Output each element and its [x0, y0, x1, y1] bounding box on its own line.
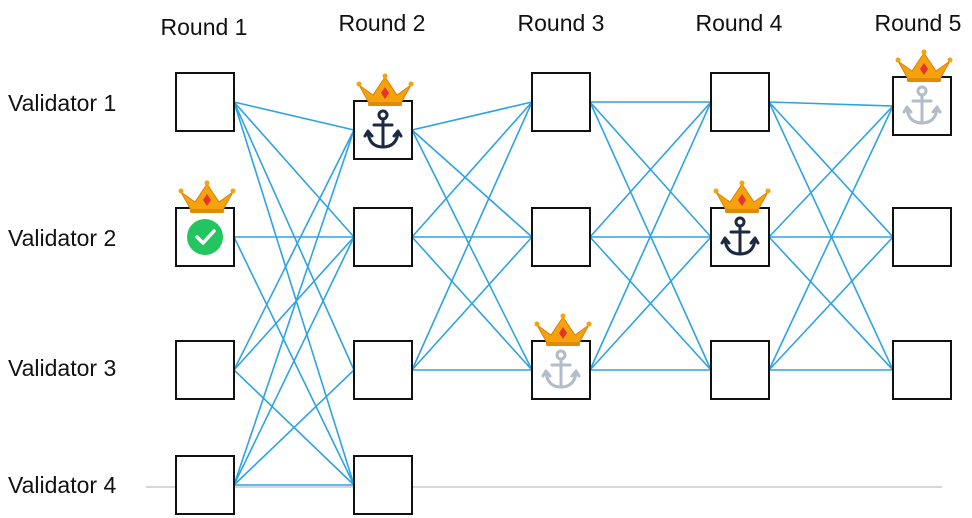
vertex-box [353, 340, 413, 400]
round-label-1: Round 1 [160, 14, 248, 40]
vertex-r1-v2 [175, 180, 236, 267]
edge-r2v3-r3v1 [411, 101, 533, 371]
vertex-box [175, 72, 235, 132]
edge-r1v3-r2v2 [233, 236, 355, 371]
vertex-r3-v1 [531, 72, 591, 132]
edge-r3v2-r4v1 [589, 101, 712, 238]
vertex-r5-v1 [892, 49, 953, 136]
vertex-box [531, 72, 591, 132]
anchor-icon [363, 109, 403, 149]
vertex-r5-v2 [892, 207, 952, 267]
edge-r4v1-r5v1 [768, 101, 894, 107]
edge-r4v1-r5v3 [768, 101, 894, 371]
edge-r1v3-r2v1 [233, 129, 355, 371]
validator-label-1: Validator 1 [8, 90, 117, 116]
vertex-r3-v2 [531, 207, 591, 267]
vertex-box [175, 340, 235, 400]
vertex-box [531, 207, 591, 267]
edge-r3v3-r4v2 [589, 236, 712, 371]
vertex-r1-v3 [175, 340, 235, 400]
anchor-icon [720, 216, 760, 256]
crown-icon [534, 313, 592, 346]
round-label-3: Round 3 [517, 10, 605, 36]
vertex-r5-v3 [892, 340, 952, 400]
faded-anchor-icon [902, 85, 942, 125]
faded-anchor-icon [541, 349, 581, 389]
edge-r1v1-r2v3 [233, 101, 355, 371]
vertex-r2-v2 [353, 207, 413, 267]
vertex-box [175, 455, 235, 515]
edge-r1v1-r2v4 [233, 101, 355, 486]
vertex-box [892, 207, 952, 267]
round-label-5: Round 5 [874, 10, 962, 36]
edge-r1v4-r2v3 [233, 369, 355, 486]
round-label-4: Round 4 [695, 10, 783, 36]
vertex-box [710, 72, 770, 132]
vertex-box [892, 340, 952, 400]
vertex-r4-v2 [710, 180, 771, 267]
edge-r1v1-r2v1 [233, 101, 355, 131]
round-label-2: Round 2 [338, 10, 426, 36]
vertex-r4-v3 [710, 340, 770, 400]
vertex-r3-v3 [531, 313, 592, 400]
edge-r2v1-r3v2 [411, 129, 533, 238]
vertex-r2-v1 [353, 73, 414, 160]
vertex-r2-v4 [353, 455, 413, 515]
edge-r4v3-r5v1 [768, 105, 894, 371]
edge-r4v2-r5v1 [768, 105, 894, 238]
edge-r4v3-r5v2 [768, 236, 894, 371]
edge-r4v1-r5v2 [768, 101, 894, 238]
vertex-box [710, 340, 770, 400]
crown-icon [895, 49, 953, 82]
edge-r2v1-r3v3 [411, 129, 533, 371]
vertex-box [353, 455, 413, 515]
edge-r1v1-r2v2 [233, 101, 355, 238]
crown-icon [178, 180, 236, 213]
crown-icon [356, 73, 414, 106]
validator-label-3: Validator 3 [8, 355, 117, 381]
edge-r1v4-r2v1 [233, 129, 355, 486]
crown-icon [713, 180, 771, 213]
check-icon [187, 219, 223, 255]
vertex-r2-v3 [353, 340, 413, 400]
vertex-r4-v1 [710, 72, 770, 132]
vertex-r1-v1 [175, 72, 235, 132]
validator-label-4: Validator 4 [8, 472, 117, 498]
edge-r2v1-r3v1 [411, 101, 533, 131]
vertex-box [353, 207, 413, 267]
vertex-r1-v4 [175, 455, 235, 515]
validator-label-2: Validator 2 [8, 225, 117, 251]
edge-r2v3-r3v2 [411, 236, 533, 371]
edge-r1v4-r2v2 [233, 236, 355, 486]
edge-r2v2-r3v1 [411, 101, 533, 238]
edge-r3v3-r4v1 [589, 101, 712, 371]
